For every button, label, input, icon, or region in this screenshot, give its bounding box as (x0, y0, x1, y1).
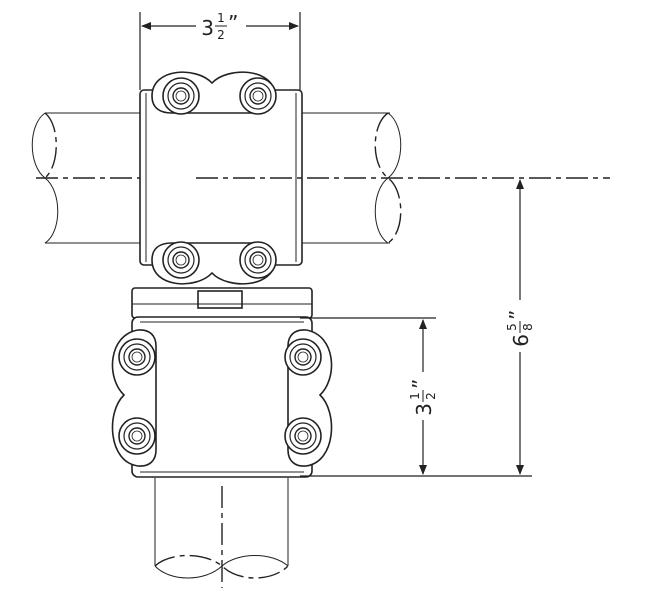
clamp-bolts (118, 77, 322, 455)
dimension-overall-height-whole: 6 (509, 334, 533, 347)
dimension-top-width-numerator: 1 (217, 11, 225, 25)
dimension-top-width-inch-mark: ” (228, 11, 238, 35)
dimension-top-width-whole: 3 (201, 16, 214, 40)
dimension-lower-height: 3 1 2 ” (300, 317, 438, 475)
bolt-8 (284, 417, 322, 455)
dimension-top-width-denominator: 2 (217, 28, 225, 42)
dimension-overall-height: 6 5 8 ” (300, 179, 535, 477)
bolt-2 (239, 77, 277, 115)
bolt-5 (118, 338, 156, 376)
dimension-overall-height-denominator: 8 (521, 323, 535, 331)
bolt-4 (239, 241, 277, 279)
dimension-overall-height-numerator: 5 (505, 323, 519, 331)
connector-block (131, 287, 313, 319)
vertical-pipe (154, 478, 289, 588)
dimension-top-width: 3 1 2 ” (139, 11, 301, 90)
dimension-lower-height-inch-mark: ” (408, 379, 432, 389)
bolt-1 (162, 77, 200, 115)
dimension-overall-height-inch-mark: ” (505, 310, 529, 320)
bolt-3 (162, 241, 200, 279)
dimension-lower-height-whole: 3 (412, 403, 436, 416)
upper-clamp (139, 71, 610, 285)
bolt-7 (118, 417, 156, 455)
dimension-lower-height-numerator: 1 (408, 392, 422, 400)
dimension-lower-height-denominator: 2 (424, 392, 438, 400)
bolt-6 (284, 338, 322, 376)
